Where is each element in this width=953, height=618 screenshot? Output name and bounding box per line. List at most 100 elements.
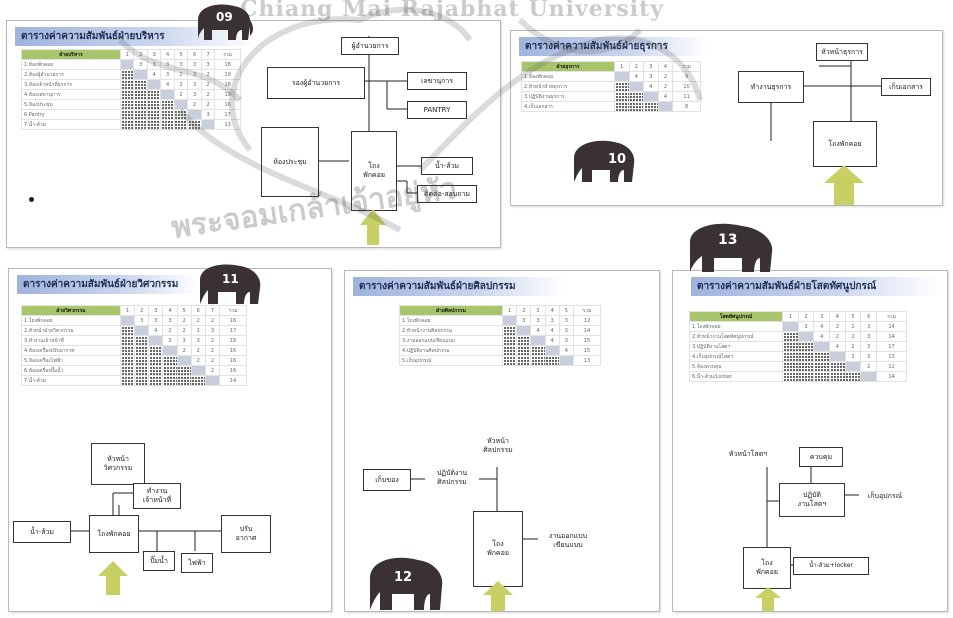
panel-audio-visual: ตารางค่าความสัมพันธ์ฝ่ายโสตทัศนูปกรณ์ โส… [672,270,948,612]
elephant-icon [200,264,261,304]
box-pantry: PANTRY [407,101,467,119]
matrix-row-label: 3.ห้องเจ้าหน้าที่ธุรการ [21,79,121,90]
box-electrical: ไฟฟ้า [181,553,213,573]
box-staff-office: ทำงาน เจ้าหน้าที่ [133,483,181,509]
elephant-icon [198,4,253,41]
entrance-arrow [360,209,386,245]
matrix-row-label: 7.น้ำ-ส้วม [21,375,121,386]
matrix-row-label: 1.ห้องพักคอย [21,59,121,70]
box-design-drafting: งานออกแบบ เขียนแบบ [538,525,598,557]
matrix-row-label: 5.เก็บอุปกรณ์ [399,355,503,366]
matrix-row-label: 1.โถงพักคอย [399,315,503,326]
elephant-icon [690,223,773,272]
matrix-header: ฝ่ายวิศวกรรม [21,305,121,316]
matrix-row-label: 5.ห้องเครื่องไฟฟ้า [21,355,121,366]
box-contact: ติดต่อ-สอบถาม [417,185,477,203]
box-lobby: โถงพักคอย [89,515,139,553]
matrix-row-label: 7.น้ำ-ส้วม [21,119,121,130]
elephant-number: 12 [394,570,413,585]
box-head-av: หัวหน้าโสตฯ [719,445,777,463]
panel-title: ตารางค่าความสัมพันธ์ฝ่ายโสตทัศนูปกรณ์ [691,277,939,296]
entrance-arrow [755,587,781,611]
box-head-engineering: หัวหน้า วิศวกรรม [91,443,145,485]
bullet-dot [29,197,34,202]
box-deputy-director: รองผู้อำนวยการ [267,67,365,99]
box-head-art: หัวหน้า ศิลปกรรม [475,425,521,467]
box-lobby: โถง พักคอย [351,131,397,211]
matrix-row-label: 2.หัวหน้าฝ่ายธุรการ [521,81,615,92]
box-lobby: โถง พักคอย [473,511,523,587]
matrix-row-label: 6.ห้องเครื่องปั๊มน้ำ [21,365,121,376]
matrix-row-label: 6.Pantry [21,109,121,120]
elephant-number: 09 [216,10,233,24]
box-meeting-room: ห้องประชุม [261,127,319,197]
matrix-row-label: 1.โถงพักคอย [21,315,121,326]
box-control-room: ควบคุม [799,447,843,467]
matrix-row-label: 2.ห้องผู้อำนวยการ [21,69,121,80]
box-director: ผู้อำนวยการ [341,37,399,55]
watermark-top-text: Chiang Mai Rajabhat University [240,0,665,22]
box-document-storage: เก็บเอกสาร [881,78,931,96]
box-general-affairs-work: ทำงานธุรการ [738,71,804,103]
panel-art-department: ตารางค่าความสัมพันธ์ฝ่ายศิลปกรรม ฝ่ายศิล… [344,270,660,612]
panel-title: ตารางค่าความสัมพันธ์ฝ่ายศิลปกรรม [353,277,565,296]
box-lobby: โถงพักคอย [813,121,877,167]
panel-administration: ตารางค่าความสัมพันธ์ฝ่ายบริหาร ฝ่ายบริหา… [6,20,501,248]
panel-title: ตารางค่าความสัมพันธ์ฝ่ายวิศวกรรม [17,275,199,294]
matrix-header: ฝ่ายบริหาร [21,49,121,60]
elephant-icon [574,140,635,182]
elephant-badge-09: 09 [188,0,256,46]
elephant-icon [370,557,443,610]
panel-engineering: ตารางค่าความสัมพันธ์ฝ่ายวิศวกรรม ฝ่ายวิศ… [8,268,332,612]
matrix-row-label: 3.ทำงานเจ้าหน้าที่ [21,335,121,346]
box-lobby: โถง พักคอย [743,547,791,589]
elephant-badge-13: 13 [682,218,778,276]
panel-general-affairs: ตารางค่าความสัมพันธ์ฝ่ายธุรการ ฝ่ายธุรกา… [510,30,943,206]
box-restroom: น้ำ-ส้วม [421,157,473,175]
box-storage: เก็บของ [363,469,411,491]
matrix-row-label: 1.ห้องพักคอย [521,71,615,82]
elephant-number: 13 [718,232,738,248]
elephant-badge-10: 10 [568,136,638,188]
box-water-pump: ปั๊มน้ำ [143,551,175,571]
panel-title: ตารางค่าความสัมพันธ์ฝ่ายธุรการ [519,37,707,56]
matrix-header: โสตทัศนูปกรณ์ [689,311,783,322]
matrix-row-label: 3.ปฏิบัติงานธุรการ [521,91,615,102]
box-air-conditioning: ปรับ อากาศ [221,515,271,553]
entrance-arrow [98,561,128,595]
matrix-row-label: 2.หัวหน้าฝ่ายวิศวกรรม [21,325,121,336]
elephant-number: 11 [222,272,239,286]
elephant-badge-12: 12 [362,552,446,614]
matrix-row-label: 6.น้ำ-ส้วม/Locker [689,371,783,382]
matrix-row-label: 5.ห้องประชุม [21,99,121,110]
matrix-row-label: 4.ปฏิบัติงานศิลปกรรม [399,345,503,356]
entrance-arrow [483,581,513,611]
box-art-work: ปฏิบัติงาน ศิลปกรรม [425,461,479,495]
matrix-row-label: 5.ห้องควบคุม [689,361,783,372]
matrix-row-label: 2.หัวหน้างานโสตทัศนูปกรณ์ [689,331,783,342]
box-equipment-storage: เก็บอุปกรณ์ [859,487,911,505]
matrix-row-label: 4.ห้องเครื่องปรับอากาศ [21,345,121,356]
box-secretary: เลขานุการ [407,72,467,90]
matrix-header: ฝ่ายศิลปกรรม [399,305,503,316]
panel-title: ตารางค่าความสัมพันธ์ฝ่ายบริหาร [15,27,257,46]
matrix-row-label: 4.เก็บเอกสาร [521,101,615,112]
matrix-row-label: 2.หัวหน้างานศิลปกรรม [399,325,503,336]
matrix-row-label: 4.เก็บอุปกรณ์โสตฯ [689,351,783,362]
box-head-general-affairs: หัวหน้าธุรการ [816,43,868,61]
box-restroom: น้ำ-ส้วม [13,521,71,543]
matrix-row-label: 4.ห้องเลขานุการ [21,89,121,100]
matrix-row-label: 1.โถงพักคอย [689,321,783,332]
matrix-row-label: 3.ปฏิบัติงานโสตฯ [689,341,783,352]
box-restroom-locker: น้ำ-ส้วม+locker [793,557,869,575]
elephant-number: 10 [608,152,627,167]
matrix-row-label: 3.งานออกแบบเขียนแบบ [399,335,503,346]
elephant-badge-11: 11 [192,260,264,308]
matrix-header: ฝ่ายธุรการ [521,61,615,72]
entrance-arrow [824,165,864,205]
